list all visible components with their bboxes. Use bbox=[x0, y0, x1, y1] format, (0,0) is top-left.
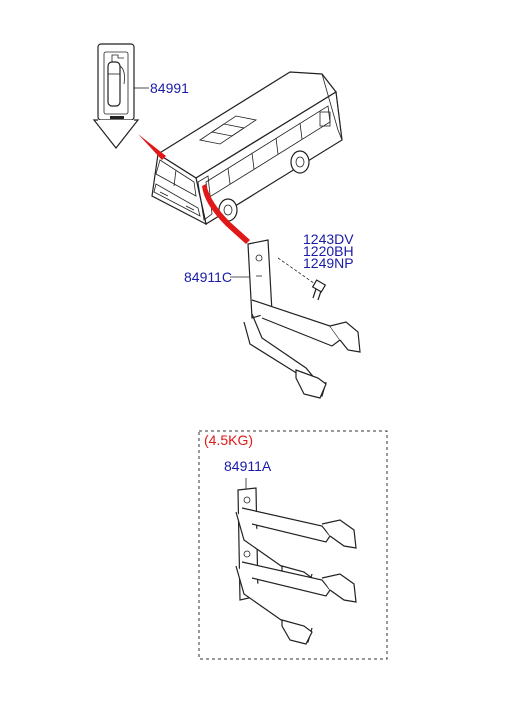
leader-line-bolt bbox=[277, 257, 319, 287]
pointer-arrow-sign bbox=[138, 134, 166, 160]
label-1220BH: 1220BH bbox=[303, 243, 354, 259]
bracket-84911A-drawing bbox=[235, 487, 357, 645]
bus-illustration bbox=[151, 71, 343, 226]
kit-option-box bbox=[198, 430, 388, 660]
pointer-arrow-bracket bbox=[202, 184, 250, 244]
label-84991: 84991 bbox=[150, 80, 189, 96]
label-84911A: 84911A bbox=[224, 458, 272, 474]
label-84911C: 84911C bbox=[184, 269, 232, 285]
bracket-84911C-drawing bbox=[243, 239, 361, 399]
extinguisher-sign-icon bbox=[92, 43, 140, 149]
kit-weight-label: (4.5KG) bbox=[204, 432, 253, 448]
bolt-icon bbox=[311, 279, 327, 301]
label-1249NP: 1249NP bbox=[303, 255, 354, 271]
label-1243DV: 1243DV bbox=[303, 231, 354, 247]
